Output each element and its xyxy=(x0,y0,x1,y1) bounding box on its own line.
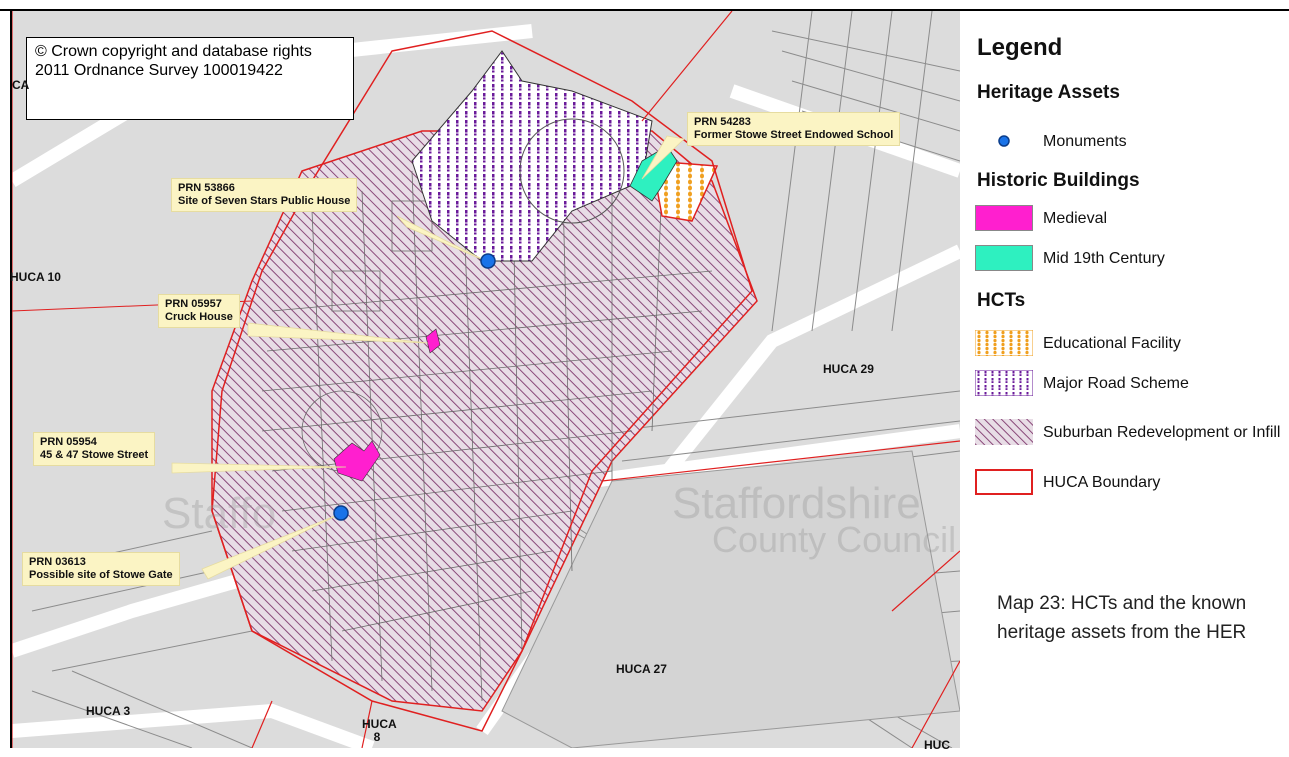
legend-title: Legend xyxy=(977,34,1063,61)
callout-pointers xyxy=(171,135,685,580)
boundary-south xyxy=(251,700,373,748)
watermark-right: Staffordshire xyxy=(672,479,921,528)
callout-prn: PRN 05954 xyxy=(40,436,97,448)
callout-prn-05957[interactable]: PRN 05957 Cruck House xyxy=(158,294,240,328)
huca-label-huc: HUC xyxy=(924,738,950,752)
callout-prn: PRN 54283 xyxy=(694,116,751,128)
industrial-parcel xyxy=(501,450,960,748)
boundary-south-east xyxy=(601,440,960,482)
callout-prn: PRN 05957 xyxy=(165,298,222,310)
callout-name: Former Stowe Street Endowed School xyxy=(694,129,894,141)
legend-label: Major Road Scheme xyxy=(1043,374,1189,392)
callout-prn-54283[interactable]: PRN 54283 Former Stowe Street Endowed Sc… xyxy=(687,112,901,146)
map-canvas[interactable] xyxy=(12,11,960,748)
legend-item-educational-facility[interactable]: Educational Facility xyxy=(974,328,1181,358)
legend-item-mid-19th-century[interactable]: Mid 19th Century xyxy=(975,243,1165,273)
legend-label: Educational Facility xyxy=(1043,334,1181,352)
callout-prn-03613[interactable]: PRN 03613 Possible site of Stowe Gate xyxy=(22,552,180,586)
boundary-misc xyxy=(641,11,960,748)
callout-prn: PRN 53866 xyxy=(178,182,235,194)
legend-item-medieval[interactable]: Medieval xyxy=(975,203,1107,233)
legend-item-monuments[interactable]: Monuments xyxy=(975,126,1127,156)
legend-item-suburban-redevelopment[interactable]: Suburban Redevelopment or Infill xyxy=(975,410,1287,454)
monument-marker-stowe-gate[interactable] xyxy=(333,505,349,521)
legend-label: Mid 19th Century xyxy=(1043,249,1165,267)
major-road-scheme-swatch-icon xyxy=(974,369,1034,397)
huca-label-8: HUCA 8 xyxy=(362,717,397,744)
map-caption: Map 23: HCTs and the known heritage asse… xyxy=(997,593,1247,643)
suburban-redevelopment-area[interactable] xyxy=(211,130,758,712)
callout-prn: PRN 03613 xyxy=(29,556,86,568)
huca-boundary xyxy=(211,30,753,732)
huca-label-3: HUCA 3 xyxy=(86,704,131,718)
legend-label: Medieval xyxy=(1043,209,1108,227)
huca-boundary-swatch-icon xyxy=(975,469,1033,495)
legend: Legend Heritage Assets Monuments Histori… xyxy=(974,0,1289,757)
medieval-swatch-icon xyxy=(975,205,1033,231)
legend-label: Suburban Redevelopment or Infill xyxy=(1043,423,1281,441)
mid-19th-century-swatch-icon xyxy=(975,245,1033,271)
medieval-building-stowe-street[interactable] xyxy=(333,440,381,482)
callout-prn-53866[interactable]: PRN 53866 Site of Seven Stars Public Hou… xyxy=(171,178,358,212)
educational-facility-swatch-icon xyxy=(974,329,1034,357)
callout-name: Cruck House xyxy=(165,311,233,323)
legend-section-historic-buildings: Historic Buildings xyxy=(977,170,1140,191)
roundabout xyxy=(519,118,625,224)
monument-icon xyxy=(975,128,1033,154)
legend-label: HUCA Boundary xyxy=(1043,473,1161,491)
huca-label-10: HUCA 10 xyxy=(10,270,61,284)
watermark-left: Staffo xyxy=(162,489,277,538)
callout-name: Possible site of Stowe Gate xyxy=(29,569,173,581)
callout-name: 45 & 47 Stowe Street xyxy=(40,449,149,461)
callout-name: Site of Seven Stars Public House xyxy=(178,195,351,207)
huca-label-29: HUCA 29 xyxy=(823,362,874,376)
copyright-notice: © Crown copyright and database rights 20… xyxy=(26,37,354,120)
legend-label: Monuments xyxy=(1043,132,1127,150)
monument-marker-seven-stars[interactable] xyxy=(480,253,496,269)
building-outlines xyxy=(261,150,713,702)
legend-section-heritage-assets: Heritage Assets xyxy=(977,82,1120,103)
medieval-building-cruck-house[interactable] xyxy=(425,328,441,354)
huca-label-ca: CA xyxy=(12,78,30,92)
watermark-right-2: County Council xyxy=(712,519,957,560)
callout-prn-05954[interactable]: PRN 05954 45 & 47 Stowe Street xyxy=(33,432,156,466)
legend-item-huca-boundary[interactable]: HUCA Boundary xyxy=(975,467,1160,497)
legend-item-major-road-scheme[interactable]: Major Road Scheme xyxy=(974,368,1189,398)
legend-section-hcts: HCTs xyxy=(977,290,1026,311)
suburban-redevelopment-swatch-icon xyxy=(975,419,1033,445)
top-border xyxy=(0,9,1289,11)
huca-label-27: HUCA 27 xyxy=(616,662,667,676)
